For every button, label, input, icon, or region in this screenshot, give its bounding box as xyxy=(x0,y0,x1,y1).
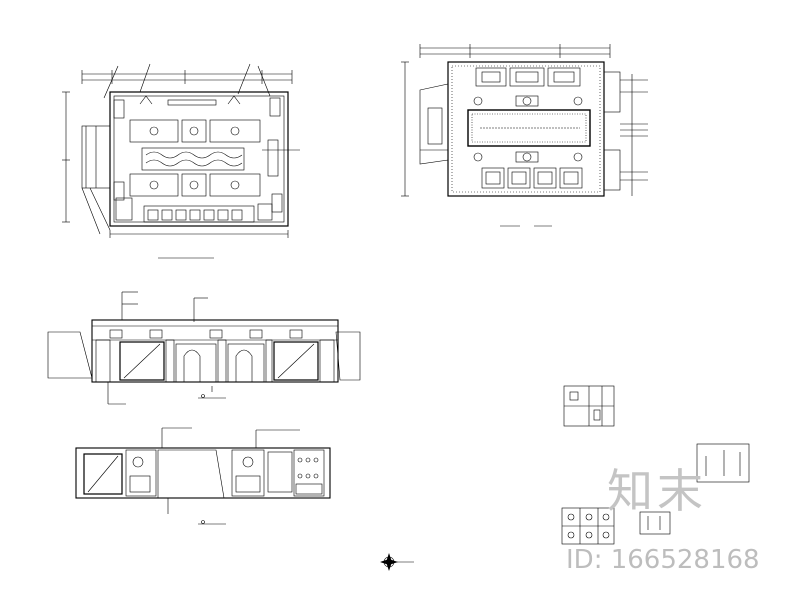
watermark-logo: 知末 xyxy=(607,464,707,518)
detail-sheets xyxy=(561,385,750,545)
compass-rose-icon xyxy=(380,553,414,571)
elevation-b xyxy=(75,427,331,525)
ceiling-plan-right xyxy=(401,44,648,227)
floor-plan-left xyxy=(62,63,300,259)
watermark-id: ID: 166528168 xyxy=(566,545,760,575)
elevation-a xyxy=(47,291,361,405)
